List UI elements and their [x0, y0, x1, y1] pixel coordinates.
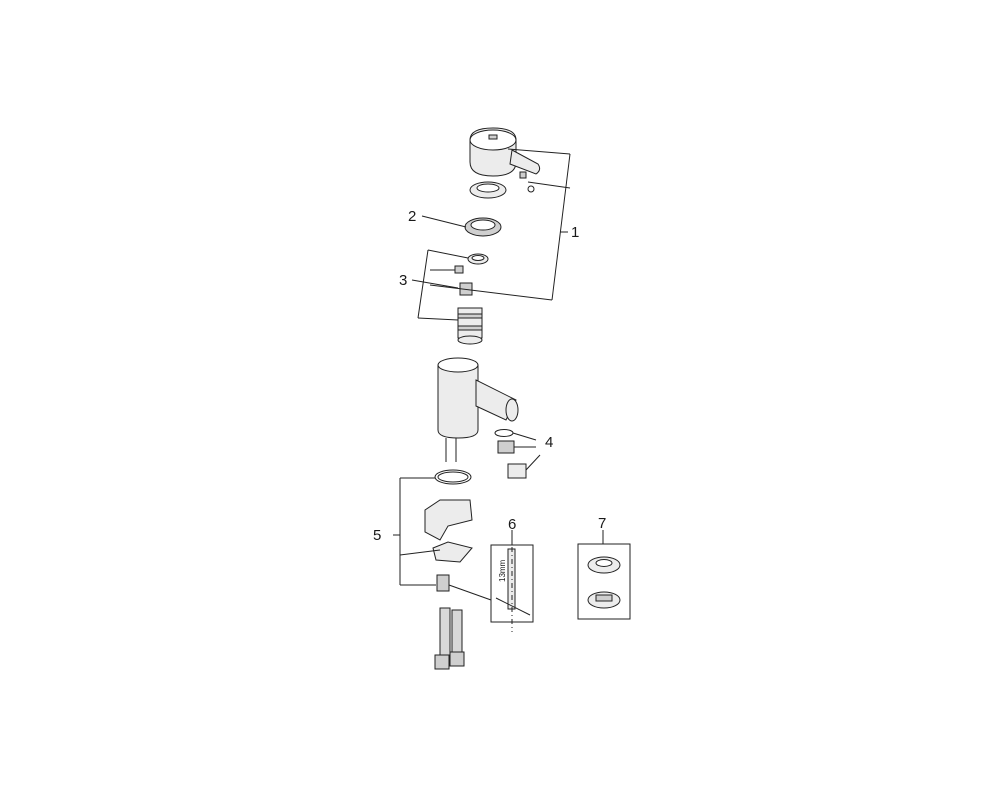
callout-1: 1 [571, 224, 579, 241]
part-6-tool-box: 13mm [490, 535, 534, 632]
callout-2: 2 [408, 208, 416, 225]
leader-lines [393, 148, 604, 601]
callout-7: 7 [598, 515, 606, 532]
callout-6: 6 [508, 516, 516, 533]
lever-handle [469, 127, 541, 177]
callout-labels: 1 2 3 4 5 6 7 [373, 208, 606, 544]
cover-ring [469, 181, 507, 199]
part-5-mounting-set [424, 469, 473, 592]
callout-5: 5 [373, 527, 381, 544]
callout-3: 3 [399, 272, 407, 289]
callout-4: 4 [545, 434, 553, 451]
part-4-aerator [494, 429, 527, 479]
part-3-cartridge-assembly [454, 253, 489, 345]
set-screw [519, 171, 535, 193]
flexible-hoses [434, 607, 465, 670]
part-7-accessory-box [577, 543, 631, 620]
faucet-body [437, 357, 519, 462]
tool-size-label: 13mm [498, 559, 507, 582]
part-2-sleeve [464, 217, 502, 237]
